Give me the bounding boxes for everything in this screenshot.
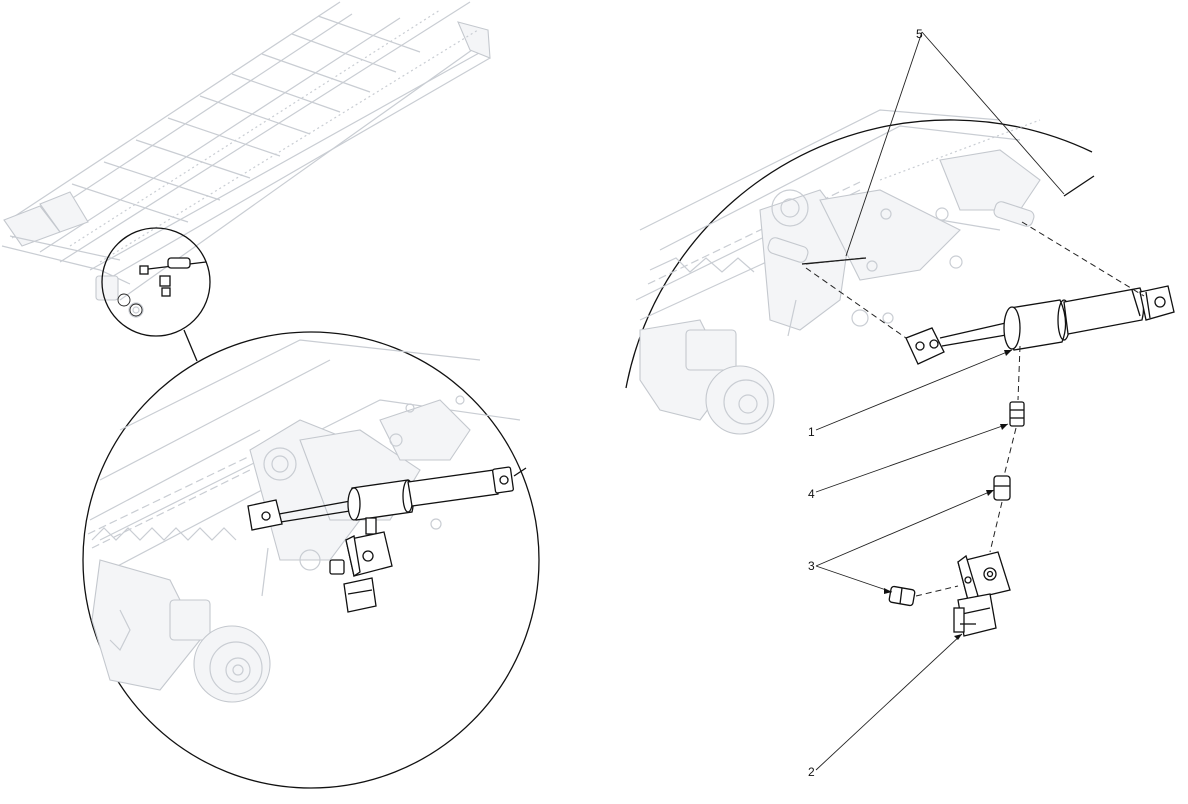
- callout-5: 5: [916, 27, 923, 41]
- callout-3: 3: [808, 559, 815, 573]
- part-1-hydraulic-cylinder: [905, 285, 1175, 365]
- callout-4: 4: [808, 487, 815, 501]
- overview-detail-marker: [101, 227, 211, 337]
- callout-1: 1: [808, 425, 815, 439]
- detail-hydraulic-cylinder: [247, 466, 527, 613]
- detail-link-line: [183, 329, 198, 362]
- detail-view-circle: [82, 331, 540, 789]
- callout-leaders: [815, 31, 1065, 771]
- part-2-valve: [953, 551, 1011, 637]
- part-3-fittings: [888, 475, 1011, 607]
- exploded-view: 5 1 4 3 2: [625, 27, 1175, 779]
- part-5-pins: [801, 175, 1095, 265]
- callout-2: 2: [808, 765, 815, 779]
- part-4-fitting: [1009, 401, 1025, 427]
- overview-conveyor-frame: [1, 1, 491, 318]
